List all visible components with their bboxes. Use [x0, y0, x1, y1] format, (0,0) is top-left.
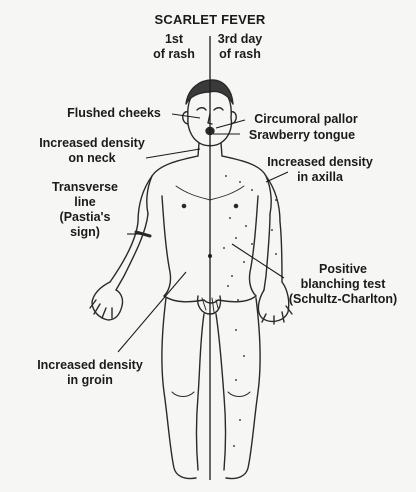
label-transverse-line: Transverse line (Pastia's sign) — [46, 180, 124, 240]
leader-flushed-cheeks — [172, 114, 200, 118]
label-density-neck: Increased density on neck — [30, 136, 154, 166]
leader-density-groin — [118, 272, 186, 352]
label-blanching-test: Positive blanching test (Schultz-Charlto… — [278, 262, 408, 307]
figure-title: SCARLET FEVER — [150, 12, 270, 27]
label-circumoral-pallor: Circumoral pallor — [241, 112, 371, 127]
label-density-groin: Increased density in groin — [28, 358, 152, 388]
leader-blanching-test — [232, 244, 284, 278]
right-leg — [216, 298, 260, 479]
right-header: 3rd day of rash — [210, 32, 270, 62]
label-strawberry-tongue: Srawberry tongue — [237, 128, 367, 143]
torso-outline — [147, 156, 271, 214]
label-flushed-cheeks: Flushed cheeks — [54, 106, 174, 121]
rash-dots — [223, 175, 277, 447]
left-header: 1st of rash — [144, 32, 204, 62]
label-density-axilla: Increased density in axilla — [258, 155, 382, 185]
left-leg — [162, 298, 204, 479]
